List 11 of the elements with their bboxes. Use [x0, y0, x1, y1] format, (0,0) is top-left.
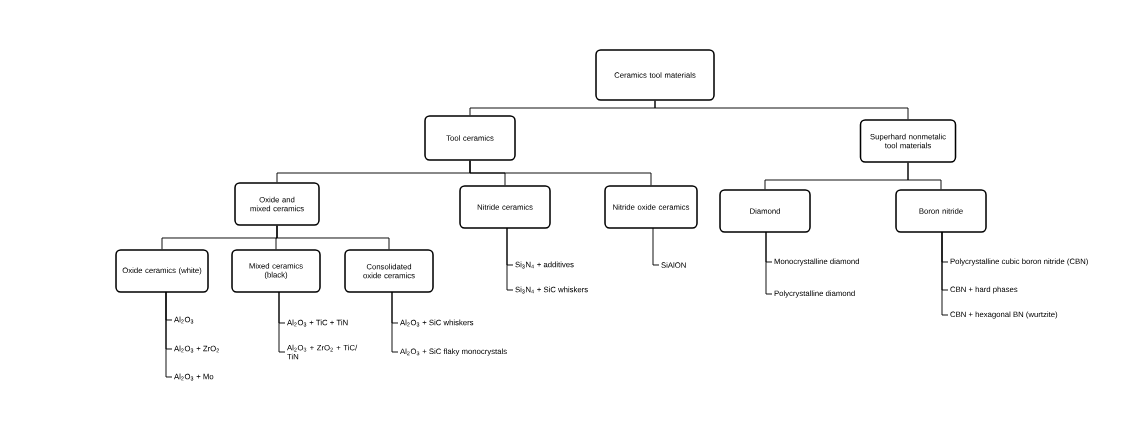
- connector-line: [278, 291, 286, 353]
- connector-line: [652, 227, 660, 266]
- connector-line: [654, 100, 909, 120]
- connector-line: [469, 160, 652, 186]
- connector-line: [765, 231, 773, 295]
- connector-line: [506, 227, 514, 291]
- connector-line: [165, 291, 173, 378]
- connector-line: [391, 291, 399, 353]
- connector-line: [941, 231, 949, 316]
- connector-line: [907, 162, 942, 190]
- connector-line: [276, 225, 390, 250]
